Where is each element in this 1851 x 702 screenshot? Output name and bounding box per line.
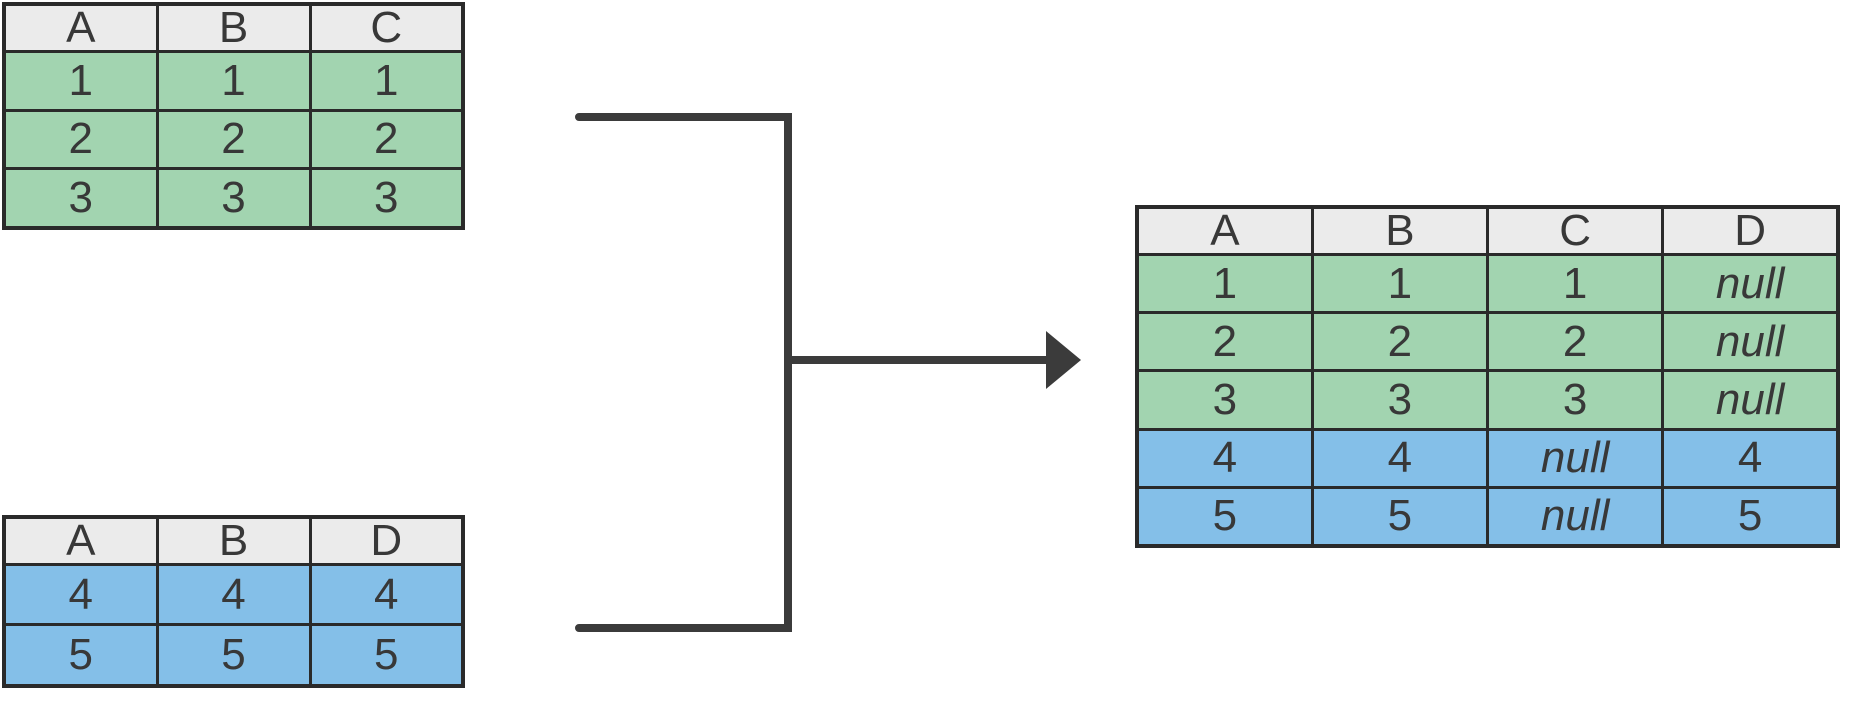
column-header: D (308, 515, 465, 566)
table-cell: 2 (1485, 311, 1665, 373)
table-cell: 5 (2, 623, 159, 688)
table-cell: 4 (308, 562, 465, 627)
column-header: A (2, 515, 159, 566)
table-cell: 5 (1310, 485, 1490, 548)
bracket-line (575, 113, 792, 632)
table-cell: 1 (1310, 252, 1490, 315)
table-cell: 1 (155, 50, 312, 112)
table-cell: 1 (308, 50, 465, 112)
table-cell: 1 (1485, 252, 1665, 315)
column-header: B (1310, 205, 1490, 256)
column-header: B (155, 515, 312, 566)
column-header: B (155, 2, 312, 53)
column-header: A (2, 2, 159, 53)
arrowhead-icon (1046, 331, 1081, 389)
table-cell: 4 (1310, 427, 1490, 489)
table-cell: 1 (1135, 252, 1314, 315)
table-cell: 3 (1310, 369, 1490, 431)
table-cell: 5 (308, 623, 465, 688)
table-cell: 4 (1661, 427, 1840, 489)
table-cell: 4 (1135, 427, 1314, 489)
table-cell: 3 (1485, 369, 1665, 431)
null-cell: null (1661, 311, 1840, 373)
table-cell: 3 (1135, 369, 1314, 431)
table-cell: 2 (1135, 311, 1314, 373)
table-cell: 5 (1135, 485, 1314, 548)
null-cell: null (1485, 427, 1665, 489)
table-cell: 1 (2, 50, 159, 112)
table-cell: 4 (155, 562, 312, 627)
table-cell: 2 (155, 108, 312, 171)
table-cell: 5 (155, 623, 312, 688)
column-header: C (1485, 205, 1665, 256)
column-header: D (1661, 205, 1840, 256)
null-cell: null (1485, 485, 1665, 548)
table-cell: 2 (2, 108, 159, 171)
table-cell: 5 (1661, 485, 1840, 548)
column-header: C (308, 2, 465, 53)
table-cell: 2 (308, 108, 465, 171)
column-header: A (1135, 205, 1314, 256)
table-cell: 4 (2, 562, 159, 627)
table-cell: 3 (308, 167, 465, 230)
table-cell: 2 (1310, 311, 1490, 373)
null-cell: null (1661, 252, 1840, 315)
table-cell: 3 (155, 167, 312, 230)
table-cell: 3 (2, 167, 159, 230)
null-cell: null (1661, 369, 1840, 431)
